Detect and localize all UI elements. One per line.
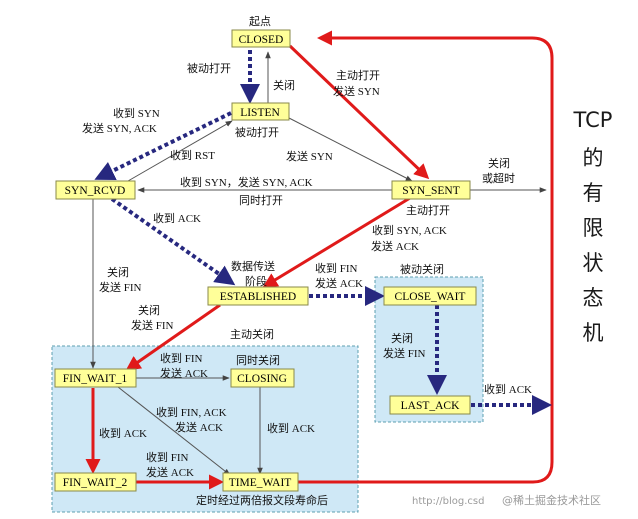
edge-listen-synsent — [288, 117, 413, 182]
state-closed: CLOSED — [231, 29, 291, 48]
label-passive-open-1: 被动打开 — [187, 61, 231, 75]
label-close-fin-2b: 发送 FIN — [131, 318, 174, 332]
watermark-brand: @稀土掘金技术社区 — [502, 493, 601, 507]
label-send-syn: 发送 SYN — [286, 149, 333, 163]
label-active-close: 主动关闭 — [230, 327, 274, 341]
label-recv-ack-3: 收到 ACK — [99, 426, 147, 440]
label-close-fin-1b: 发送 FIN — [99, 280, 142, 294]
title-line-3: 有 — [583, 181, 604, 205]
label-start: 起点 — [249, 15, 271, 28]
label-close-fin-3a: 关闭 — [391, 331, 413, 345]
edge-synrcvd-established — [110, 197, 236, 286]
svg-text:LISTEN: LISTEN — [240, 107, 280, 119]
label-recv-ack-2: 收到 ACK — [267, 421, 315, 435]
svg-text:LAST_ACK: LAST_ACK — [401, 400, 460, 412]
label-fw1-fin-b: 发送 ACK — [160, 366, 208, 380]
label-recv-fin-b: 发送 ACK — [315, 276, 363, 290]
state-syn-rcvd: SYN_RCVD — [55, 180, 136, 200]
label-recv-fin-a: 收到 FIN — [315, 261, 358, 275]
svg-text:SYN_SENT: SYN_SENT — [402, 185, 460, 197]
title-line-7: 机 — [583, 321, 604, 345]
edge-listen-synrcvd — [94, 111, 232, 180]
label-active-open-2: 主动打开 — [406, 203, 450, 217]
svg-text:CLOSED: CLOSED — [239, 34, 284, 46]
state-listen: LISTEN — [231, 102, 290, 121]
edge-timewait-closed — [298, 30, 554, 484]
label-active-open-1b: 发送 SYN — [333, 84, 380, 98]
label-recv-synack-b: 发送 ACK — [371, 239, 419, 253]
state-closing: CLOSING — [230, 368, 295, 388]
state-established: ESTABLISHED — [207, 286, 309, 306]
label-fin-ack-a: 收到 FIN, ACK — [156, 405, 227, 419]
label-passive-open-2: 被动打开 — [235, 125, 279, 139]
label-close-timeout-b: 或超时 — [482, 171, 515, 185]
state-last-ack: LAST_ACK — [389, 395, 471, 415]
title-line-4: 限 — [583, 216, 604, 240]
label-close-fin-2a: 关闭 — [138, 303, 160, 317]
label-close-fin-3b: 发送 FIN — [383, 346, 426, 360]
svg-text:FIN_WAIT_2: FIN_WAIT_2 — [63, 477, 128, 489]
edge-synrcvd-listen — [127, 120, 233, 182]
label-close-fin-1a: 关闭 — [107, 265, 129, 279]
edge-closed-synsent — [288, 44, 430, 180]
svg-text:SYN_RCVD: SYN_RCVD — [65, 185, 126, 197]
label-recv-ack-4: 收到 ACK — [484, 382, 532, 396]
state-close-wait: CLOSE_WAIT — [383, 286, 477, 306]
svg-text:CLOSING: CLOSING — [237, 373, 287, 385]
label-close-timeout-a: 关闭 — [488, 156, 510, 170]
label-fw1-fin-a: 收到 FIN — [160, 351, 203, 365]
edge-synsent-established — [262, 196, 411, 288]
label-active-open-1a: 主动打开 — [336, 68, 380, 82]
svg-text:CLOSE_WAIT: CLOSE_WAIT — [395, 291, 466, 303]
state-time-wait: TIME_WAIT — [222, 472, 299, 492]
label-simul-open-b: 同时打开 — [239, 193, 283, 207]
label-fin-ack-b: 发送 ACK — [175, 420, 223, 434]
state-syn-sent: SYN_SENT — [391, 180, 471, 200]
svg-text:FIN_WAIT_1: FIN_WAIT_1 — [63, 373, 128, 385]
label-simul-close: 同时关闭 — [236, 353, 280, 367]
title-line-5: 状 — [583, 251, 604, 275]
label-recv-syn-a: 收到 SYN — [113, 106, 160, 120]
label-simul-open-a: 收到 SYN，发送 SYN, ACK — [180, 175, 313, 189]
label-recv-syn-b: 发送 SYN, ACK — [82, 121, 157, 135]
edge-fw1-timewait — [117, 386, 231, 476]
label-timewait-note: 定时经过两倍报文段寿命后 — [196, 493, 328, 507]
title-line-6: 态 — [583, 286, 604, 310]
label-recv-synack-a: 收到 SYN, ACK — [372, 223, 447, 237]
label-close-1: 关闭 — [273, 78, 295, 92]
state-fin-wait-1: FIN_WAIT_1 — [54, 368, 137, 388]
label-recv-rst: 收到 RST — [170, 148, 215, 162]
edge-established-finwait1 — [125, 303, 221, 371]
diagram-title: TCP 的 有 限 状 态 机 — [573, 108, 613, 345]
state-fin-wait-2: FIN_WAIT_2 — [54, 472, 137, 492]
title-line-1: TCP — [573, 108, 613, 132]
label-fw2-fin-b: 发送 ACK — [146, 465, 194, 479]
label-data-b: 阶段 — [245, 274, 267, 288]
title-line-2: 的 — [583, 146, 604, 170]
watermark-url: http://blog.csd — [412, 496, 484, 507]
svg-text:TIME_WAIT: TIME_WAIT — [229, 477, 292, 489]
label-data-a: 数据传送 — [231, 259, 275, 273]
label-passive-close: 被动关闭 — [400, 262, 444, 276]
svg-text:ESTABLISHED: ESTABLISHED — [220, 291, 296, 303]
label-fw2-fin-a: 收到 FIN — [146, 450, 189, 464]
label-recv-ack-1: 收到 ACK — [153, 211, 201, 225]
